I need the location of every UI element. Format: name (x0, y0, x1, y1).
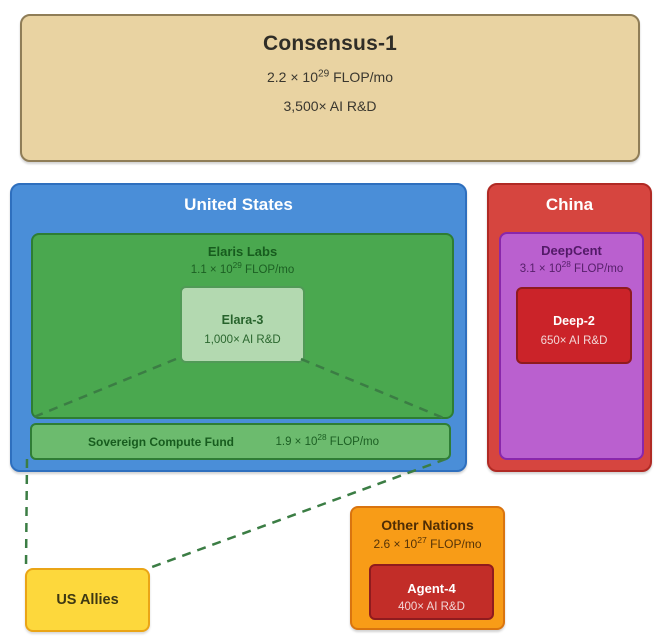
elara-3-title: Elara-3 (221, 312, 264, 327)
deep-2-rnd: 650× AI R&D (540, 334, 608, 347)
flop-value: 1.9 × 10 (275, 435, 318, 448)
deepcent-flop: 3.1 × 1028 FLOP/mo (501, 260, 642, 275)
sovereign-compute-fund-box: Sovereign Compute Fund 1.9 × 1028 FLOP/m… (30, 423, 451, 460)
flop-unit: FLOP/mo (570, 263, 624, 275)
flop-value: 2.2 × 10 (266, 69, 318, 85)
sovereign-compute-fund-flop: 1.9 × 1028 FLOP/mo (275, 432, 380, 448)
flop-value: 3.1 × 10 (519, 263, 562, 275)
consensus-1-flop: 2.2 × 1029 FLOP/mo (22, 69, 638, 85)
china-title: China (545, 195, 594, 214)
elaris-labs-box: Elaris Labs 1.1 × 1029 FLOP/mo Elara-3 1… (31, 233, 454, 419)
united-states-title: United States (184, 195, 293, 214)
flop-exponent: 27 (417, 535, 427, 545)
consensus-1-box: Consensus-1 2.2 × 1029 FLOP/mo 3,500× AI… (20, 14, 640, 162)
elaris-labs-title: Elaris Labs (207, 244, 278, 259)
deep-2-box: Deep-2 650× AI R&D (516, 287, 632, 364)
consensus-1-rnd: 3,500× AI R&D (283, 98, 377, 114)
other-nations-title: Other Nations (381, 517, 474, 533)
flop-exponent: 29 (232, 261, 242, 271)
connector-scf-to-allies-left (24, 458, 29, 568)
other-nations-flop: 2.6 × 1027 FLOP/mo (352, 535, 503, 551)
us-allies-box: US Allies (25, 568, 150, 632)
deep-2-title: Deep-2 (553, 313, 595, 328)
flop-unit: FLOP/mo (326, 435, 379, 448)
flop-unit: FLOP/mo (329, 69, 393, 85)
flop-unit: FLOP/mo (426, 537, 482, 551)
china-box: China DeepCent 3.1 × 1028 FLOP/mo Deep-2… (487, 183, 652, 472)
agent-4-rnd: 400× AI R&D (398, 600, 465, 613)
flop-exponent: 28 (317, 432, 327, 442)
agent-4-box: Agent-4 400× AI R&D (369, 564, 494, 620)
us-allies-title: US Allies (56, 592, 119, 608)
deepcent-title: DeepCent (541, 243, 602, 258)
consensus-1-title: Consensus-1 (262, 32, 398, 55)
agent-4-title: Agent-4 (407, 580, 456, 596)
sovereign-compute-fund-title: Sovereign Compute Fund (88, 434, 235, 449)
united-states-box: United States Elaris Labs 1.1 × 1029 FLO… (10, 183, 467, 472)
flop-value: 1.1 × 10 (190, 264, 233, 276)
flop-exponent: 29 (317, 68, 330, 80)
flop-value: 2.6 × 10 (373, 537, 418, 551)
flop-unit: FLOP/mo (241, 264, 295, 276)
elaris-labs-flop: 1.1 × 1029 FLOP/mo (33, 261, 452, 276)
deepcent-box: DeepCent 3.1 × 1028 FLOP/mo Deep-2 650× … (499, 232, 644, 460)
flop-exponent: 28 (561, 260, 571, 270)
other-nations-box: Other Nations 2.6 × 1027 FLOP/mo Agent-4… (350, 506, 505, 630)
elara-3-box: Elara-3 1,000× AI R&D (180, 286, 305, 363)
elara-3-rnd: 1,000× AI R&D (204, 333, 281, 346)
